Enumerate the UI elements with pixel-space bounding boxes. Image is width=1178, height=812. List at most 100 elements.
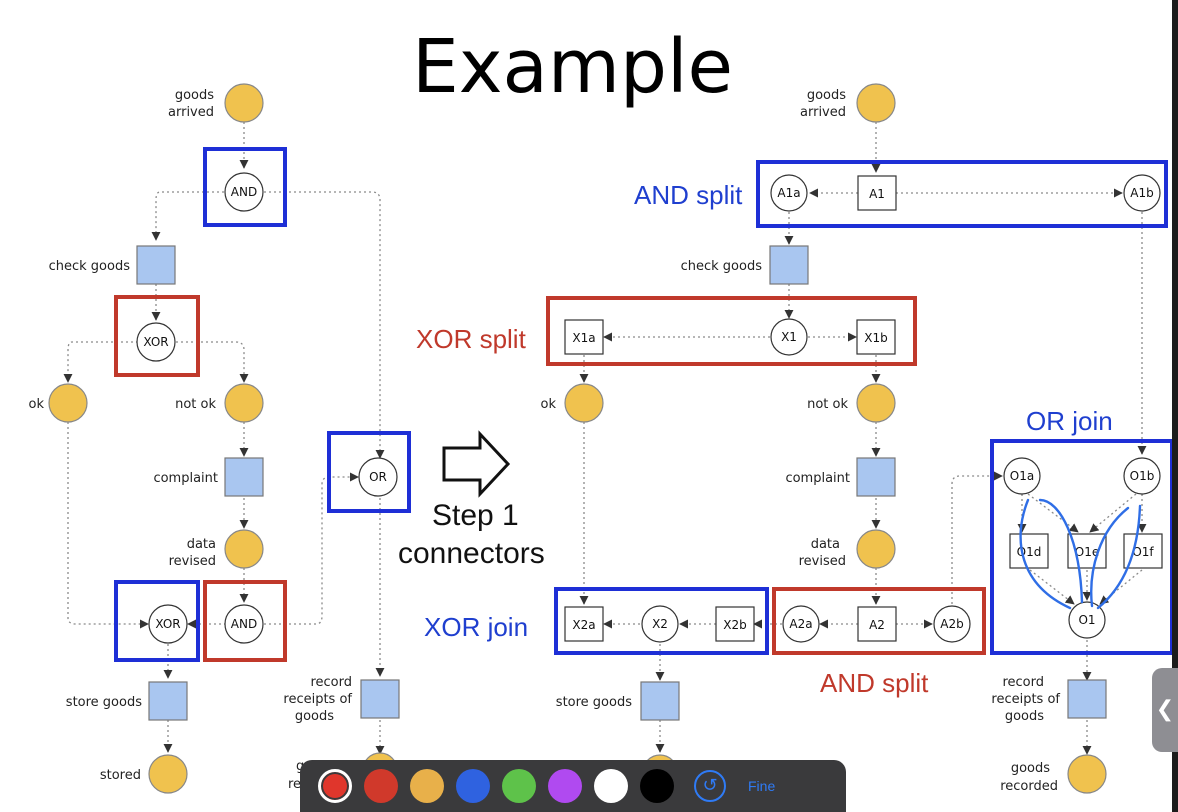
annotation-and-split: AND split [634, 180, 743, 210]
stroke-width-label[interactable]: Fine [748, 778, 776, 794]
color-swatch-purple[interactable] [548, 769, 582, 803]
node-a2a [782, 605, 820, 643]
node-a1a-label: A1a [777, 186, 800, 200]
highlight-and-split-bottom-r [772, 587, 986, 655]
connector-or-join [358, 457, 398, 497]
label-complaint-r: complaint [785, 471, 850, 486]
node-x1 [770, 318, 808, 356]
label-record-r-l1: record [1002, 675, 1044, 690]
label-check-goods-r: check goods [681, 259, 763, 274]
node-x1a-label: X1a [572, 331, 595, 345]
color-swatch-red[interactable] [318, 769, 352, 803]
node-o1-label: O1 [1078, 613, 1095, 627]
place-not-ok [224, 383, 264, 423]
node-a2b-label: A2b [940, 617, 963, 631]
label-stored: stored [100, 768, 141, 783]
label-goods-recorded-r-l1: goods [1011, 761, 1050, 776]
label-ok: ok [29, 397, 45, 412]
connector-or-join-label: OR [369, 470, 387, 484]
task-complaint-r [856, 457, 896, 497]
chevron-left-icon: ❮ [1155, 697, 1175, 722]
node-a1-label: A1 [869, 187, 885, 201]
annotation-xor-join: XOR join [424, 612, 528, 642]
node-o1b-label: O1b [1130, 469, 1155, 483]
connector-xor-split [136, 322, 176, 362]
screen-edge [1172, 0, 1178, 812]
place-not-ok-r [856, 383, 896, 423]
place-goods-arrived [224, 83, 264, 123]
node-x1-label: X1 [781, 330, 797, 344]
node-x2 [641, 605, 679, 643]
pen-stroke-4 [1096, 504, 1142, 610]
color-swatch-yellow[interactable] [410, 769, 444, 803]
node-a2-label: A2 [869, 618, 885, 632]
color-swatch-darkred[interactable] [364, 769, 398, 803]
label-goods-recorded-partial-l2: re [288, 777, 301, 792]
label-data-revised-l1: data [187, 537, 216, 552]
task-check-goods-r [769, 245, 809, 285]
color-swatch-blue[interactable] [456, 769, 490, 803]
node-x2-label: X2 [652, 617, 668, 631]
label-goods-recorded-r-l2: recorded [1000, 779, 1058, 794]
node-o1a [1003, 457, 1041, 495]
label-ok-r: ok [541, 397, 557, 412]
label-goods-arrived-r-l2: arrived [800, 105, 846, 120]
highlight-xor-split [114, 295, 200, 377]
annotation-xor-split: XOR split [416, 324, 527, 354]
connector-xor-join [148, 604, 188, 644]
connector-and-split-label: AND [231, 185, 257, 199]
connector-xor-split-label: XOR [143, 335, 168, 349]
node-a2a-label: A2a [789, 617, 812, 631]
node-a1b-label: A1b [1130, 186, 1153, 200]
node-o1b [1123, 457, 1161, 495]
node-x1a [564, 319, 604, 355]
label-record-r-l3: goods [1005, 709, 1044, 724]
label-store-goods-r: store goods [556, 695, 632, 710]
label-store-goods: store goods [66, 695, 142, 710]
pen-stroke-2 [1038, 498, 1084, 604]
node-a1 [857, 175, 897, 211]
annotation-and-split-bottom: AND split [820, 668, 929, 698]
node-a1b [1123, 174, 1161, 212]
connector-and-split [224, 172, 264, 212]
place-data-revised-r [856, 529, 896, 569]
place-goods-recorded-r [1067, 754, 1107, 794]
right-arrow-icon [442, 430, 511, 498]
task-check-goods [136, 245, 176, 285]
color-swatch-black[interactable] [640, 769, 674, 803]
node-x2b-label: X2b [723, 618, 746, 632]
step-label: Step 1 [432, 499, 519, 532]
label-not-ok-r: not ok [807, 397, 848, 412]
node-x1b [856, 319, 896, 355]
undo-icon[interactable]: ↺ [694, 770, 726, 802]
connector-and-split-2 [224, 604, 264, 644]
side-panel-tab[interactable]: ❮ [1152, 668, 1178, 752]
label-check-goods: check goods [49, 259, 131, 274]
highlight-and-split-2 [203, 580, 287, 662]
highlight-and-split-r [756, 160, 1168, 228]
highlight-and-split [203, 147, 287, 227]
node-o1a-label: O1a [1010, 469, 1034, 483]
label-data-revised-r-l1: data [811, 537, 840, 552]
node-o1f-label: O1f [1132, 545, 1154, 559]
node-x2b [715, 606, 755, 642]
pen-stroke-3 [1090, 506, 1130, 608]
node-o1e-label: O1e [1075, 545, 1099, 559]
node-a1a [770, 174, 808, 212]
node-x2a-label: X2a [572, 618, 595, 632]
step-sublabel: connectors [398, 537, 545, 570]
node-a2 [857, 606, 897, 642]
connector-xor-join-label: XOR [155, 617, 180, 631]
label-goods-arrived-l2: arrived [168, 105, 214, 120]
label-complaint: complaint [153, 471, 218, 486]
task-store-goods [148, 681, 188, 721]
label-record-l2: receipts of [283, 692, 352, 707]
color-swatch-white[interactable] [594, 769, 628, 803]
label-record-r-l2: receipts of [991, 692, 1060, 707]
node-x1b-label: X1b [864, 331, 887, 345]
node-a2b [933, 605, 971, 643]
color-swatch-green[interactable] [502, 769, 536, 803]
place-goods-arrived-r [856, 83, 896, 123]
node-x2a [564, 606, 604, 642]
